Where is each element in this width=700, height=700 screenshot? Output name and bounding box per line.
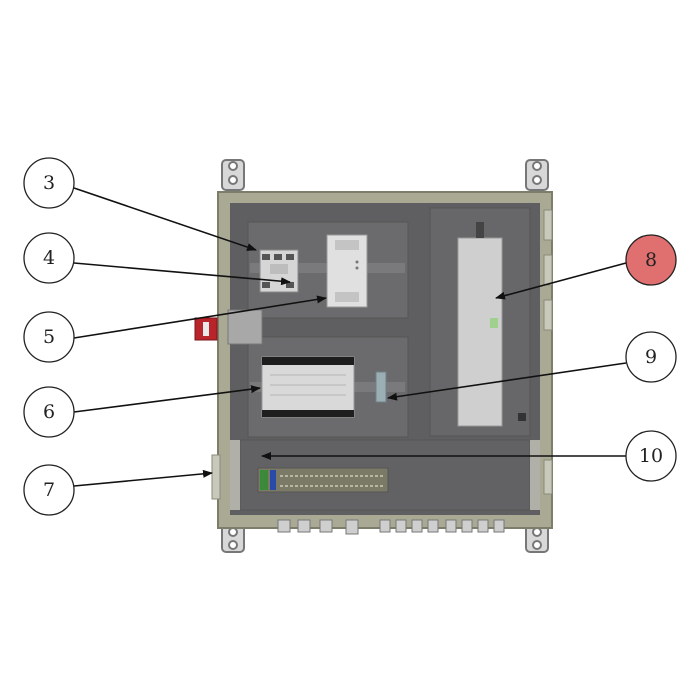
arrow-7 [73,469,213,487]
callout-3: 3 [23,157,75,209]
callout-7-label: 7 [43,479,55,501]
component-circuit-breaker [259,249,299,293]
callout-3-label: 3 [43,172,55,194]
arrow-3 [73,187,257,251]
callout-8: 8 [625,234,677,286]
callout-4-label: 4 [43,247,55,269]
arrow-9 [387,362,627,401]
mounting-brackets [221,159,549,553]
component-vertical-device [457,222,526,427]
callout-10: 10 [625,430,677,482]
arrow-4 [73,262,291,286]
callout-9: 9 [625,331,677,383]
red-main-switch [194,317,218,341]
callout-8-label: 8 [645,249,657,271]
bracket-top-left [221,159,245,191]
arrow-6 [73,385,261,413]
switch-housing [227,309,263,345]
callout-6-label: 6 [43,401,55,423]
callout-7: 7 [23,464,75,516]
component-power-supply [326,234,368,308]
component-terminal-module [375,371,387,403]
door-bar-left [230,440,240,510]
callout-6: 6 [23,386,75,438]
cable-glands [277,519,505,535]
callout-5: 5 [23,311,75,363]
callout-4: 4 [23,232,75,284]
arrow-8 [495,262,627,300]
bracket-bottom-left [221,521,245,553]
callout-5-label: 5 [43,326,55,348]
leader-arrows [73,187,627,487]
callout-9-label: 9 [645,346,657,368]
callout-10-label: 10 [639,445,663,467]
component-plc-controller [261,356,355,418]
component-terminal-blocks [257,467,389,493]
bracket-top-right [525,159,549,191]
arrow-5 [73,295,327,339]
door-bar-right [530,440,540,510]
